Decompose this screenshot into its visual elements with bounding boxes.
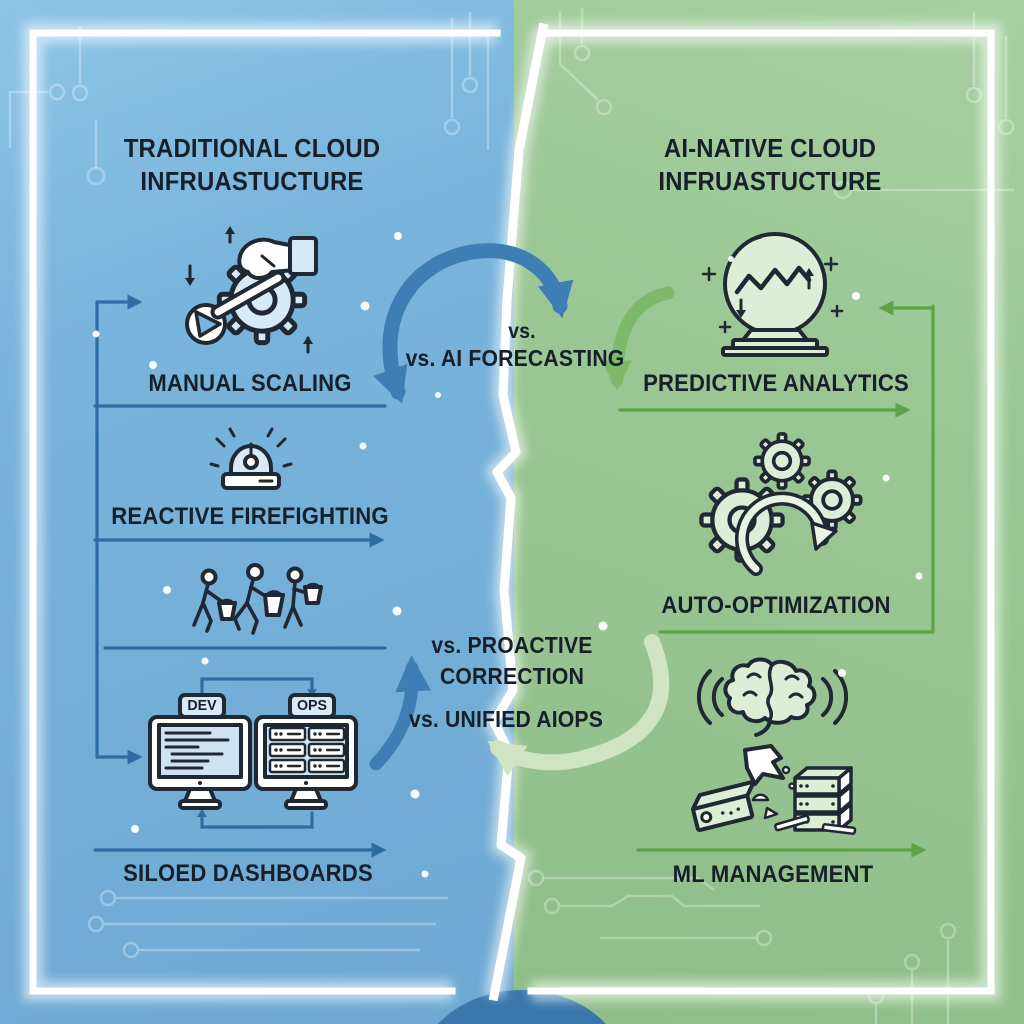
left-panel-title: TRADITIONAL CLOUD INFRUASTUCTURE <box>124 132 380 198</box>
left-panel-frame <box>23 23 501 1001</box>
hand-wrench-gear-icon <box>185 226 318 354</box>
right-panel-title: AI-NATIVE CLOUD INFRUASTUCTURE <box>658 132 881 198</box>
right-flow-lines <box>618 300 935 858</box>
gears-cycle-icon <box>701 434 860 576</box>
ml-management-label: ML MANAGEMENT <box>672 861 874 888</box>
left-flow-lines <box>93 294 387 858</box>
manual-vs-forecasting-arrow <box>373 243 574 404</box>
brain-icon <box>696 657 849 737</box>
reactive-firefighting-label: REACTIVE FIREFIGHTING <box>111 503 389 530</box>
ops-monitor-tag: OPS <box>296 697 328 714</box>
auto-optimization-label: AUTO-OPTIMIZATION <box>661 592 891 619</box>
vs-ai-forecasting-label: vs. AI FORECASTING <box>405 345 625 371</box>
vs-label: vs. <box>508 320 536 343</box>
torn-divider <box>482 22 553 1002</box>
dev-ops-monitors-icon <box>148 677 358 829</box>
unified-aiops-sweep-arrow <box>487 634 670 776</box>
right-title-line2: INFRUASTUCTURE <box>658 166 882 196</box>
vs-unified-aiops-label: vs. UNIFIED AIOPS <box>408 706 604 732</box>
left-title-line1: TRADITIONAL CLOUD <box>123 133 381 163</box>
traditional-cloud-panel <box>0 0 514 1024</box>
siloed-dashboards-label: SILOED DASHBOARDS <box>123 860 373 887</box>
right-panel-frame <box>527 23 1001 1001</box>
bucket-brigade-icon <box>192 563 323 635</box>
manual-scaling-label: MANUAL SCALING <box>148 370 352 397</box>
right-title-line1: AI-NATIVE CLOUD <box>663 133 877 163</box>
sparkle-dots-decoration <box>92 232 923 878</box>
siren-icon <box>209 427 293 490</box>
broken-boxes-icon <box>690 744 857 835</box>
siloed-up-arrow <box>369 655 432 771</box>
left-title-line2: INFRUASTUCTURE <box>140 166 364 196</box>
dev-monitor-tag: DEV <box>187 697 217 714</box>
predictive-analytics-label: PREDICTIVE ANALYTICS <box>643 370 909 397</box>
crystal-ball-icon <box>701 232 844 357</box>
forecasting-down-arrow <box>601 286 675 391</box>
vs-proactive-correction-label: vs. PROACTIVE CORRECTION <box>431 632 593 689</box>
